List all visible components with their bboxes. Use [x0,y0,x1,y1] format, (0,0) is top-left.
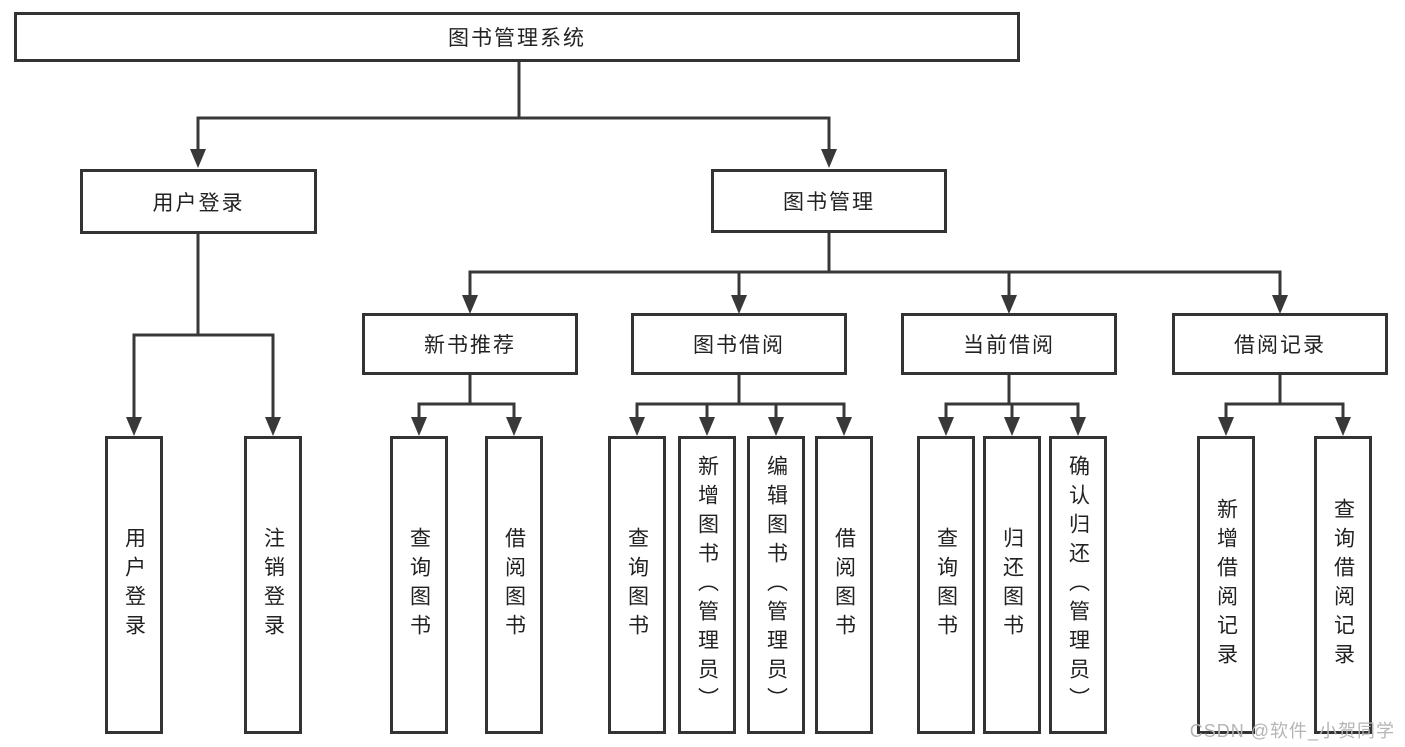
connector-user-login-to-leaves [126,234,281,436]
leaf-label: 查询图书 [934,527,958,643]
connector-borrow-to-leaves [629,375,852,436]
node-book-mgmt: 图书管理 [711,169,947,233]
node-root: 图书管理系统 [14,12,1020,62]
connector-record-to-leaves [1218,375,1351,436]
leaf-current-query: 查询图书 [917,436,975,734]
leaf-label: 注销登录 [261,527,285,643]
leaf-label: 查询图书 [625,527,649,643]
leaf-label: 确认归还（管理员） [1066,454,1090,716]
leaf-current-return: 归还图书 [983,436,1041,734]
connector-new-book-to-leaves [411,375,522,436]
leaf-label: 借阅图书 [832,527,856,643]
leaf-borrow-borrow: 借阅图书 [815,436,873,734]
leaf-borrow-add: 新增图书（管理员） [678,436,736,734]
leaf-current-confirm: 确认归还（管理员） [1049,436,1107,734]
node-user-login: 用户登录 [80,169,317,234]
leaf-newbook-borrow: 借阅图书 [485,436,543,734]
leaf-label: 新增借阅记录 [1214,498,1238,672]
leaf-label: 借阅图书 [502,527,526,643]
watermark: CSDN @软件_小贺同学 [1189,721,1395,741]
connector-root-to-level2 [190,62,837,168]
node-book-borrow: 图书借阅 [631,313,847,375]
leaf-label: 用户登录 [122,527,146,643]
leaf-label: 归还图书 [1000,527,1024,643]
leaf-newbook-query: 查询图书 [390,436,448,734]
leaf-borrow-query: 查询图书 [608,436,666,734]
leaf-label: 查询借阅记录 [1331,498,1355,672]
connector-current-to-leaves [938,375,1086,436]
leaf-label: 新增图书（管理员） [695,454,719,716]
leaf-record-add: 新增借阅记录 [1197,436,1255,734]
leaf-borrow-edit: 编辑图书（管理员） [747,436,805,734]
leaf-user-login: 用户登录 [105,436,163,734]
leaf-label: 查询图书 [407,527,431,643]
node-current-borrow: 当前借阅 [901,313,1117,375]
connector-book-mgmt-to-level3 [462,233,1288,314]
leaf-record-query: 查询借阅记录 [1314,436,1372,734]
leaf-logout: 注销登录 [244,436,302,734]
node-borrow-record: 借阅记录 [1172,313,1388,375]
node-new-book-rec: 新书推荐 [362,313,578,375]
leaf-label: 编辑图书（管理员） [764,454,788,716]
